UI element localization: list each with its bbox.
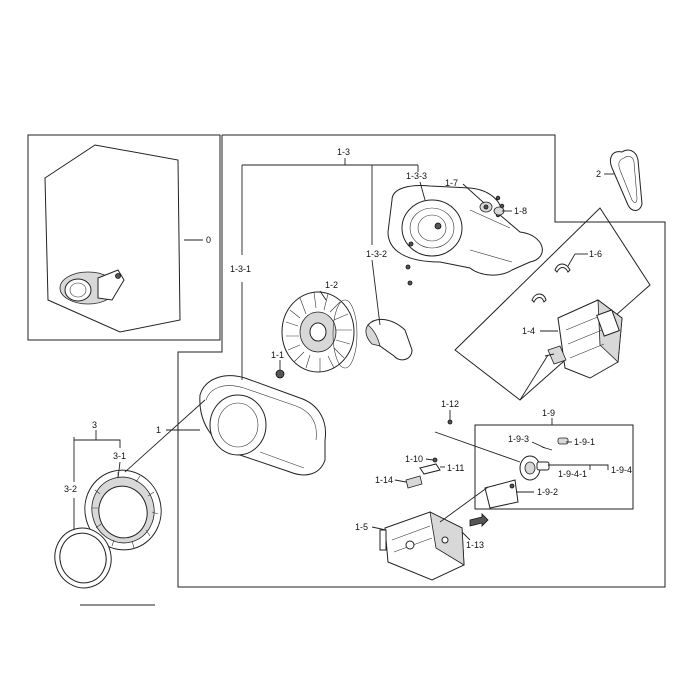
screw [407,280,413,286]
callout-1-4: 1-4 [522,326,535,336]
callout-3-1: 3-1 [113,451,126,461]
clip-1-6 [531,293,547,303]
blower-fan [281,291,358,373]
screw-1-12 [447,419,453,425]
drive-motor [544,299,623,379]
leader-lines [73,158,614,541]
callout-1-9-2: 1-9-2 [537,487,558,497]
motor-subassembly-frame [454,207,651,401]
callout-0: 0 [206,235,211,245]
callout-1-3-3: 1-3-3 [406,171,427,181]
callout-3: 3 [92,420,97,430]
tension-bracket-1-5 [379,511,465,581]
callout-1-13: 1-13 [466,540,484,550]
subassembly-1-9-frame [474,424,634,510]
fan-housing [199,375,327,476]
pulley-1-9-4-1 [519,455,550,481]
callout-1-9-4: 1-9-4 [611,465,632,475]
shaft-1-9-1 [557,437,569,445]
callout-1-3-2: 1-3-2 [366,249,387,259]
seal-1-3-2 [365,318,413,361]
screw [408,241,414,247]
callout-1-1: 1-1 [271,350,284,360]
fastener-1-7 [479,201,493,213]
screw [405,264,411,270]
bracket-1-9-2 [484,479,519,509]
callout-2: 2 [596,169,601,179]
callout-1-12: 1-12 [441,399,459,409]
callout-1-9: 1-9 [542,408,555,418]
screw [495,195,501,201]
clip-1-6 [554,263,571,273]
duct-frame-3-1 [84,469,162,551]
callout-1-2: 1-2 [325,280,338,290]
callout-1-9-3: 1-9-3 [508,434,529,444]
callout-1: 1 [156,425,161,435]
callout-1-11: 1-11 [447,463,464,473]
duct-assembly-inset [44,144,181,333]
gasket-3-2 [54,527,112,589]
callout-1-9-4-1: 1-9-4-1 [558,469,587,479]
nut-1-1 [275,369,285,379]
fan-housing-cover [387,185,543,276]
callout-1-5: 1-5 [355,522,368,532]
callout-1-10: 1-10 [405,454,423,464]
callout-1-9-1: 1-9-1 [574,437,595,447]
callout-1-8: 1-8 [514,206,527,216]
arrow-1-13 [469,513,489,527]
screw-1-10 [432,457,438,463]
callout-1-14: 1-14 [375,475,393,485]
subassembly-0-frame [27,134,221,341]
main-assembly-frame [177,134,666,588]
spring-1-11 [419,463,441,475]
clip-1-14 [405,475,423,489]
callout-1-3-1: 1-3-1 [230,264,251,274]
drive-belt [609,149,643,211]
callout-1-7: 1-7 [445,178,458,188]
callout-1-6: 1-6 [589,249,602,259]
callout-1-3: 1-3 [337,147,350,157]
callout-3-2: 3-2 [64,484,77,494]
